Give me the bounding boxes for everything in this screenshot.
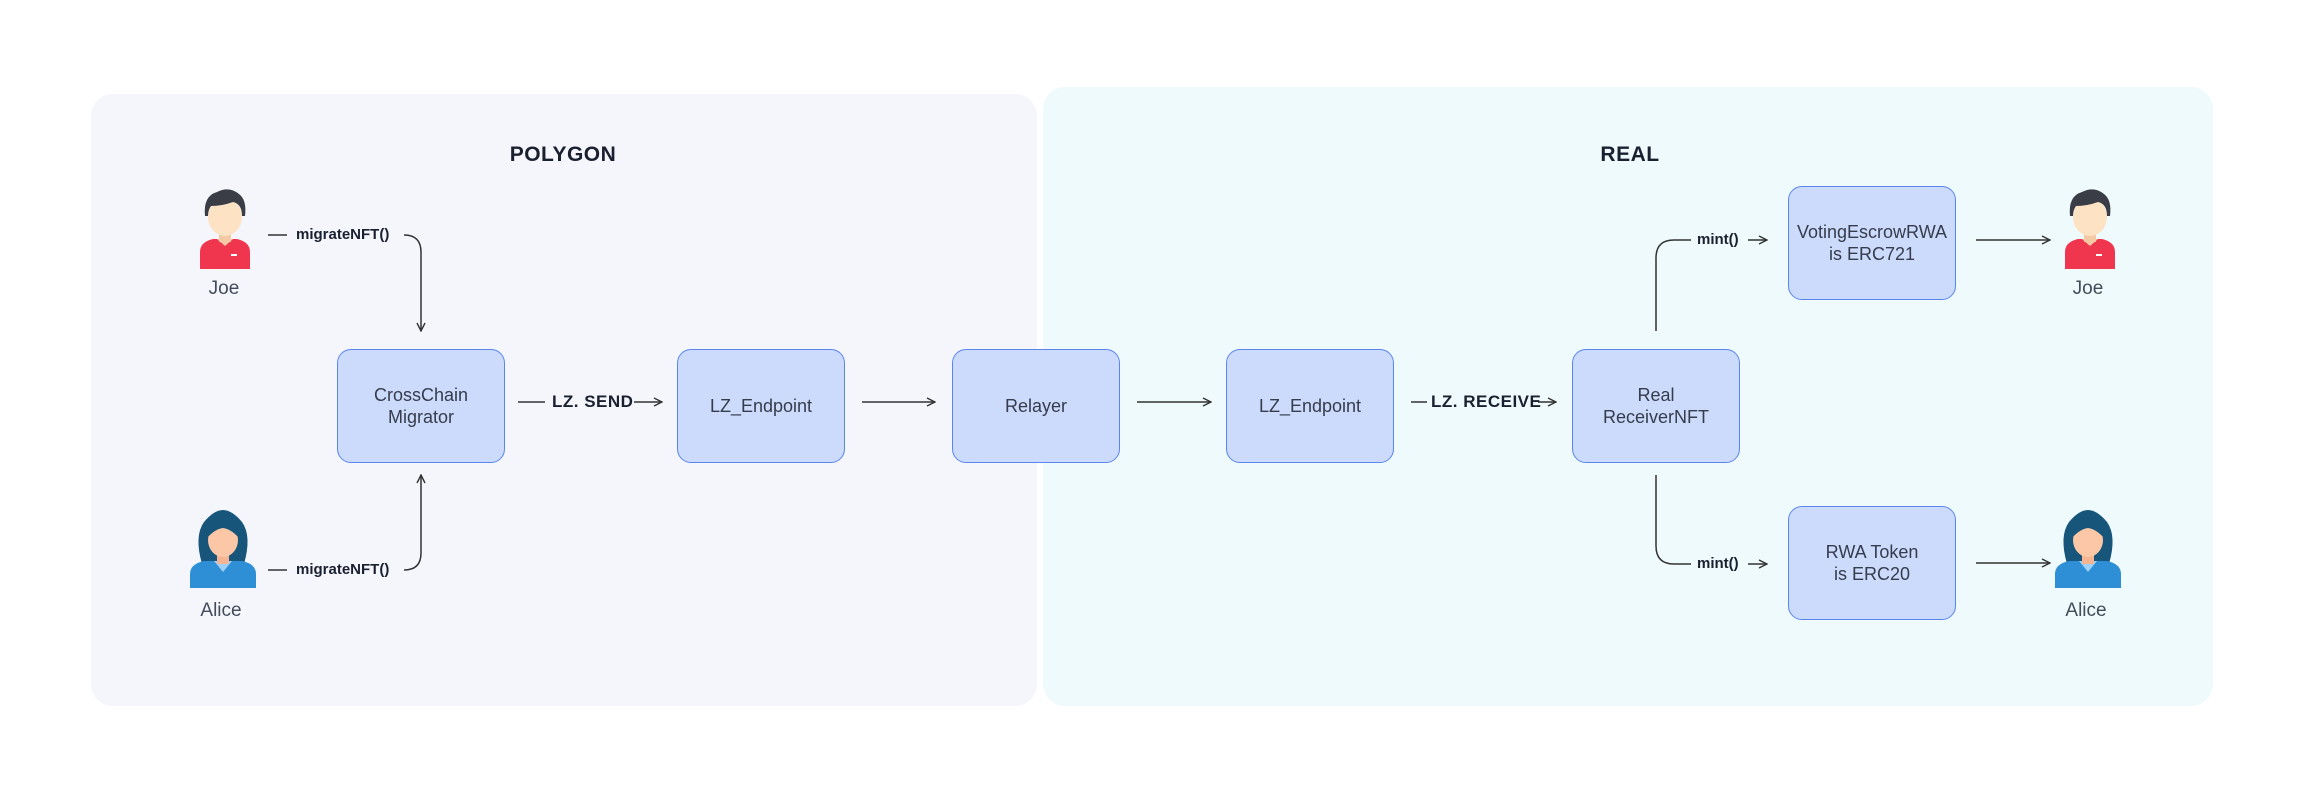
lz-receive-label: LZ. RECEIVE [1431,392,1542,411]
alice-source-name: Alice [200,600,242,621]
alice-destination-female-user-icon [2055,510,2121,588]
lz-endpoint-destination-label: LZ_Endpoint [1258,396,1362,416]
voting-escrow-rwa-label: VotingEscrowRWA is ERC721 [1796,222,1948,264]
crosschain-migrator-node[interactable]: CrossChain Migrator [337,349,505,463]
voting-escrow-rwa-node[interactable]: VotingEscrowRWA is ERC721 [1788,186,1956,300]
crosschain-migrator-label: CrossChain Migrator [373,385,469,427]
rwa-token-label: RWA Token is ERC20 [1825,542,1919,584]
relayer-node[interactable]: Relayer [952,349,1120,463]
lz-endpoint-source-label: LZ_Endpoint [709,396,813,416]
joe-source-male-user-icon [200,189,250,269]
joe-source-name: Joe [208,278,240,299]
joe-destination-name: Joe [2072,278,2104,299]
lz-endpoint-source-node[interactable]: LZ_Endpoint [677,349,845,463]
alice-source-female-user-icon [190,510,256,588]
alice-migrate-call-label: migrateNFT() [296,561,390,578]
lz-endpoint-destination-node[interactable]: LZ_Endpoint [1226,349,1394,463]
alice-destination-name: Alice [2065,600,2107,621]
real-receiver-nft-node[interactable]: Real ReceiverNFT [1572,349,1740,463]
joe-destination-male-user-icon [2065,189,2115,269]
mint-token-label: mint() [1697,555,1739,572]
relayer-label: Relayer [1004,396,1068,416]
lz-send-label: LZ. SEND [552,392,634,411]
real-title: REAL [1600,143,1660,166]
polygon-title: POLYGON [509,143,617,166]
real-receiver-nft-label: Real ReceiverNFT [1602,385,1709,427]
polygon-panel [91,94,1037,706]
joe-migrate-call-label: migrateNFT() [296,226,390,243]
mint-nft-label: mint() [1697,231,1739,248]
rwa-token-node[interactable]: RWA Token is ERC20 [1788,506,1956,620]
